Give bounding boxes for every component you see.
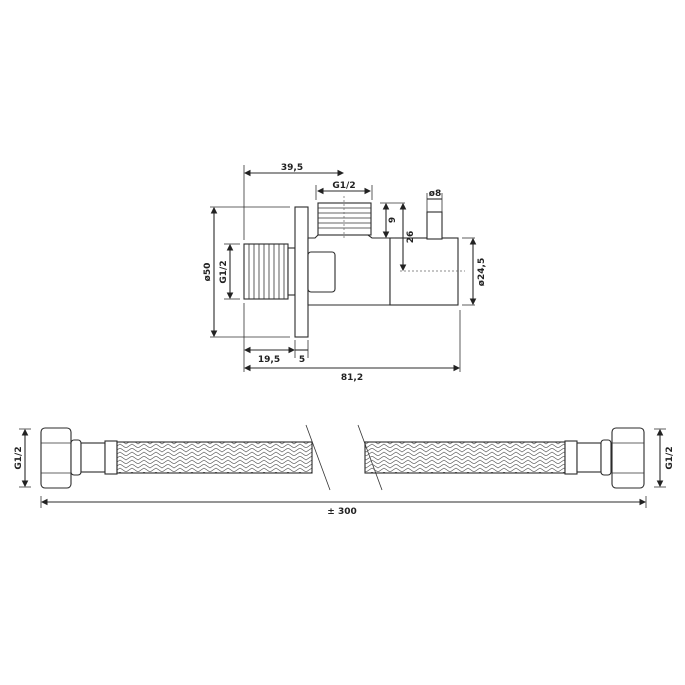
dim-inlet-thread: G1/2 bbox=[219, 260, 229, 283]
left-braid bbox=[116, 441, 313, 474]
hose-length: ± 300 bbox=[327, 507, 356, 517]
break-line-left bbox=[305, 424, 331, 491]
dim-flange-thickness: 5 bbox=[299, 355, 305, 365]
dim-handle-axis-height: 26 bbox=[406, 231, 416, 244]
handle-stem bbox=[426, 211, 443, 240]
inlet-thread bbox=[243, 243, 296, 300]
right-braid bbox=[364, 441, 566, 474]
left-nut bbox=[40, 427, 118, 489]
body-nut bbox=[307, 251, 336, 293]
outlet-thread bbox=[317, 196, 372, 240]
dim-thread-length: 19,5 bbox=[258, 355, 280, 365]
angle-valve-drawing: 39,5 G1/2 ø8 9 26 ø50 G1/2 ø24,5 19,5 5 … bbox=[203, 163, 487, 383]
wall-flange bbox=[294, 206, 309, 338]
dim-top-length: 39,5 bbox=[281, 163, 303, 173]
hose-left-thread: G1/2 bbox=[14, 446, 24, 469]
dim-handle-diameter: ø8 bbox=[429, 189, 441, 199]
braided-hose-drawing: G1/2 G1/2 ± 300 bbox=[14, 424, 675, 517]
hose-right-thread: G1/2 bbox=[665, 446, 675, 469]
dim-total-length: 81,2 bbox=[341, 373, 363, 383]
handle-cylinder bbox=[389, 237, 459, 306]
dim-outlet-height: 9 bbox=[388, 217, 398, 223]
dim-flange-diameter: ø50 bbox=[203, 263, 213, 282]
right-nut bbox=[564, 427, 645, 489]
dim-top-thread: G1/2 bbox=[332, 181, 355, 191]
dim-body-diameter: ø24,5 bbox=[477, 258, 487, 286]
